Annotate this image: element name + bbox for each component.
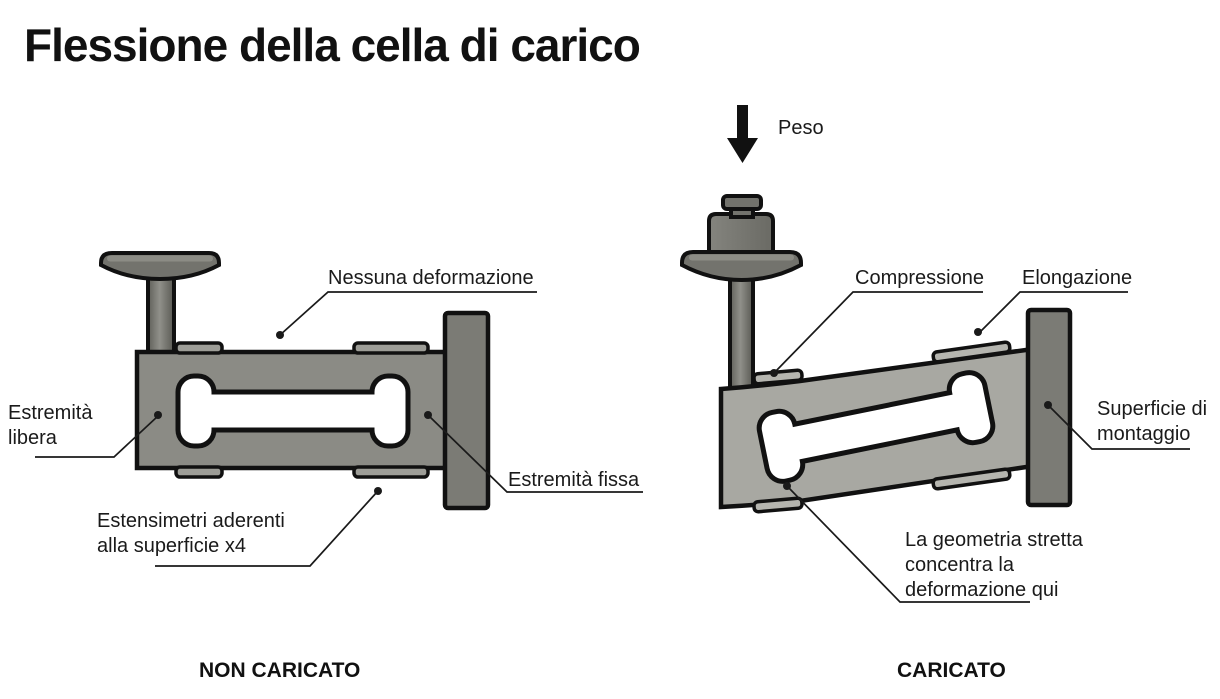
weight-arrow-icon: [727, 105, 758, 163]
load-button-block: [707, 212, 775, 254]
strain-gauge-tab: [174, 465, 224, 479]
strain-gauge-tab: [931, 340, 1012, 364]
leader-lines: [35, 291, 1190, 603]
label-no-deformation: Nessuna deformazione: [328, 267, 534, 289]
load-button-cap-highlight: [107, 255, 213, 262]
loaded-load-cell: [680, 105, 1073, 514]
label-mounting-surface: Superficie di montaggio: [1097, 398, 1208, 445]
page-title: Flessione della cella di carico: [24, 19, 641, 71]
leader-compression: [773, 291, 983, 374]
load-button-stem: [146, 270, 176, 358]
leader-dots: [154, 328, 1052, 495]
leader-dot: [783, 482, 791, 490]
caption-loaded: CARICATO: [897, 659, 1006, 682]
strain-gauge-tab: [174, 341, 224, 355]
load-button-flange-highlight: [689, 254, 794, 261]
leader-dot: [770, 369, 778, 377]
load-button-top-cap: [721, 194, 763, 211]
label-elongation: Elongazione: [1022, 267, 1133, 289]
caption-unloaded: NON CARICATO: [199, 659, 361, 682]
leader-geometry: [787, 486, 1030, 603]
leader-dot: [276, 331, 284, 339]
leader-dot: [974, 328, 982, 336]
label-fixed-end: Estremità fissa: [508, 469, 640, 491]
leader-dot: [1044, 401, 1052, 409]
strain-gauge-tab: [931, 467, 1012, 491]
label-compression: Compressione: [855, 267, 984, 289]
leader-no-deformation: [279, 291, 537, 336]
leader-dot: [154, 411, 162, 419]
unloaded-load-cell: [99, 251, 491, 511]
leader-strain-gauges: [155, 491, 378, 567]
strain-gauge-tab: [352, 465, 430, 479]
strain-gauge-tab: [752, 496, 804, 514]
load-button-stem: [728, 270, 755, 394]
label-strain-gauges: Estensimetri aderenti alla superficie x4: [97, 510, 285, 557]
label-geometry: La geometria stretta concentra la deform…: [905, 529, 1083, 601]
leader-free-end: [35, 415, 159, 458]
leader-dot: [424, 411, 432, 419]
strain-gauge-tab: [752, 368, 804, 386]
leader-dot: [374, 487, 382, 495]
label-free-end: Estremità libera: [8, 402, 93, 449]
strain-gauge-tab: [352, 341, 430, 355]
leader-mounting-surface: [1048, 405, 1190, 450]
mounting-plate: [442, 310, 491, 511]
leader-elongation: [978, 291, 1128, 334]
leader-fixed-end: [428, 415, 643, 493]
label-weight: Peso: [778, 117, 824, 139]
